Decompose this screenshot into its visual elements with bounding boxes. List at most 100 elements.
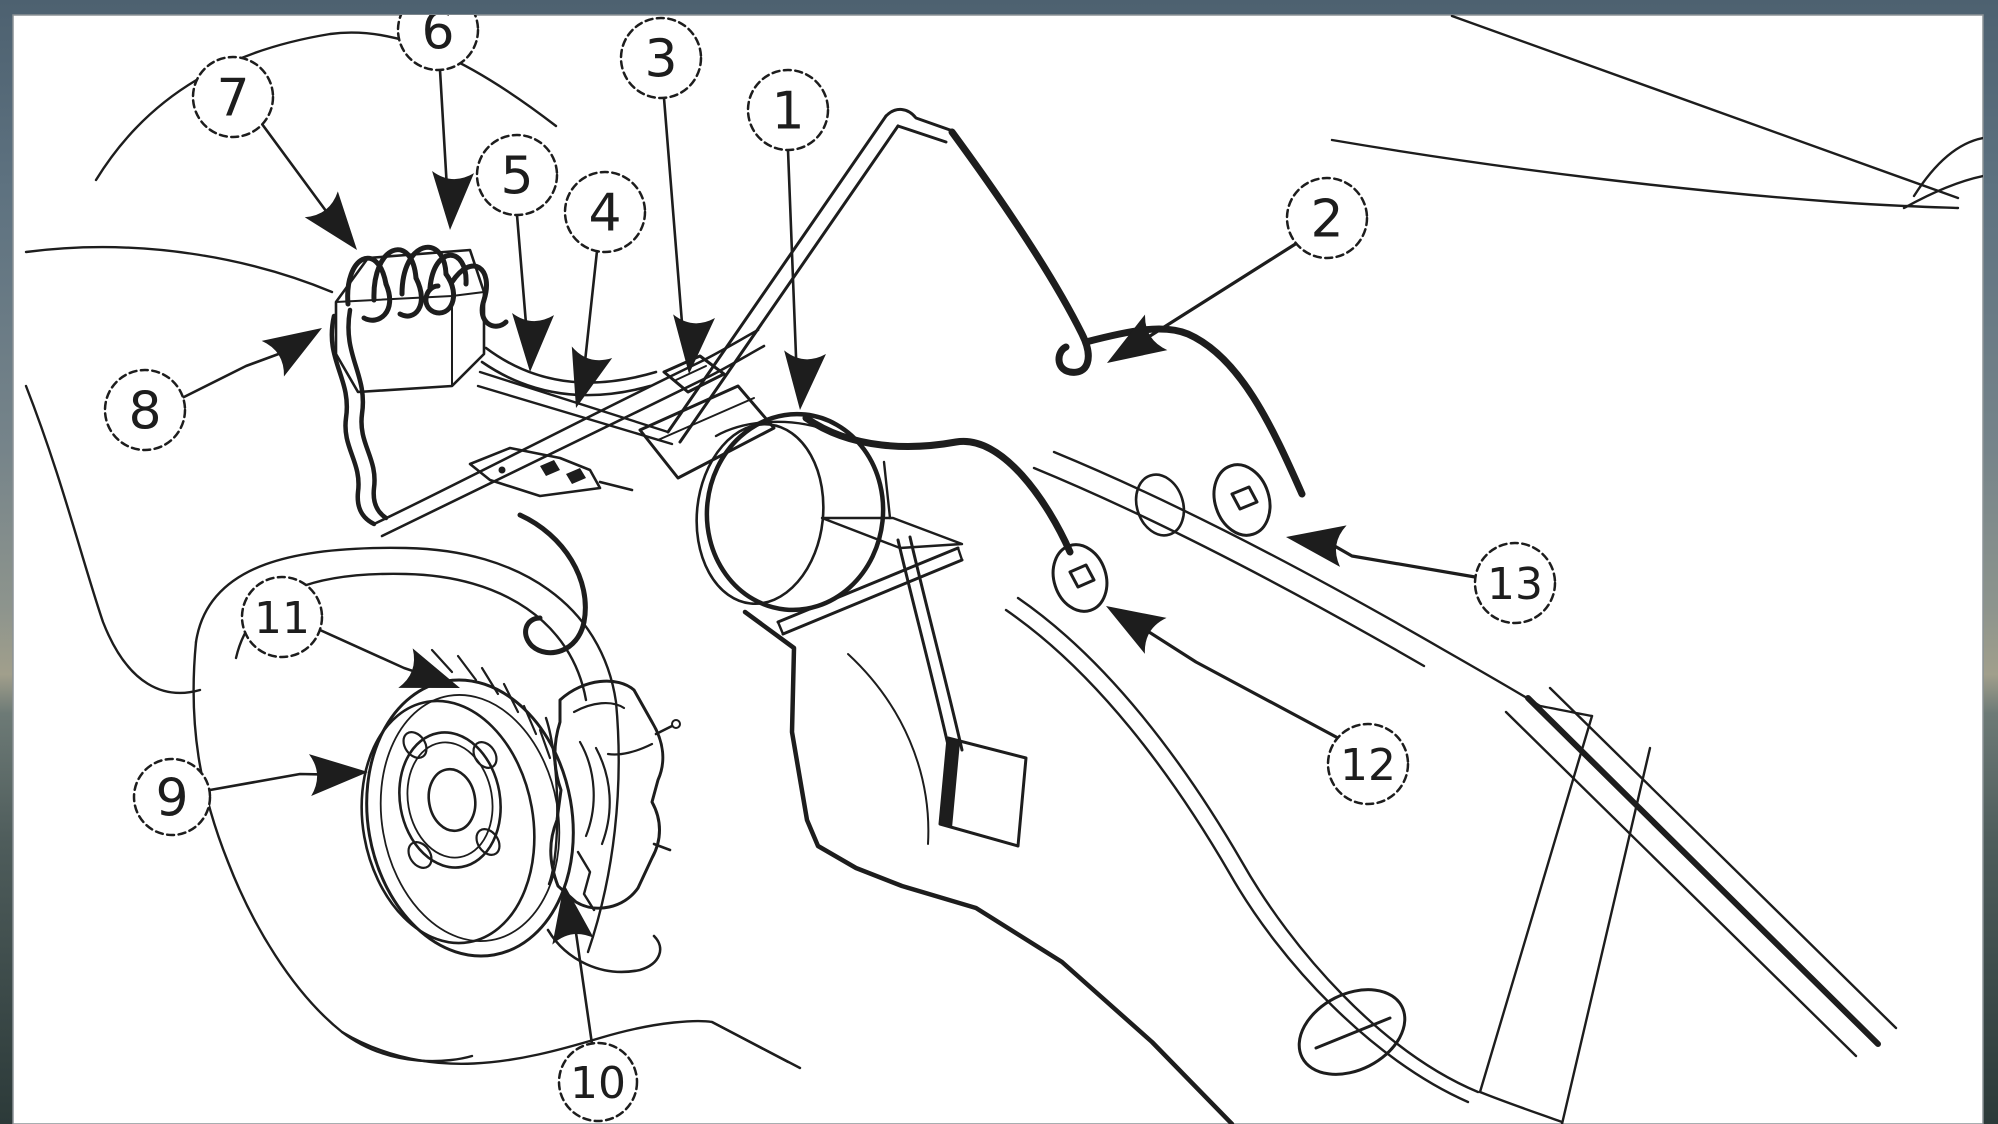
bracket-dot (498, 466, 506, 474)
callout-12: 12 (1095, 587, 1410, 806)
brake-pipe-right-1 (484, 346, 658, 384)
grommet-a (1051, 543, 1109, 613)
pedal-pad-edge (940, 738, 960, 828)
bleeder-1 (654, 724, 674, 736)
cowl-peak-2 (896, 124, 948, 144)
abs-sensor-wire (576, 850, 596, 912)
hub-face (398, 731, 502, 869)
fender-bottom (340, 1019, 802, 1070)
callout-3-circle (619, 16, 703, 100)
callout-5-circle (475, 133, 559, 217)
wheel-arch-outer (194, 546, 620, 954)
body-crease-lower (24, 384, 202, 695)
grommet-a-square (1068, 563, 1096, 589)
caliper-arc-1 (578, 740, 595, 838)
callout-10: 10 (543, 880, 639, 1123)
callout-8-leader (180, 351, 285, 400)
callout-12-circle (1326, 722, 1410, 806)
master-cylinder-body (638, 384, 776, 480)
pipe-bundle-1 (329, 313, 377, 527)
b-pillar-2 (1560, 746, 1652, 1124)
callout-5-label: 5 (500, 147, 533, 207)
windshield-base (1330, 138, 1960, 210)
caliper-arc-2 (594, 746, 611, 846)
figure-paper (12, 14, 1984, 1124)
abs-pipe-loops (345, 244, 509, 329)
grommet-c (1212, 463, 1272, 537)
quarter-thin-2 (1548, 686, 1898, 1030)
callout-7-label: 7 (216, 69, 249, 129)
door-beltline-2 (1004, 608, 1470, 1104)
callout-13: 13 (1282, 516, 1557, 625)
flex-hose-loop (517, 512, 588, 656)
cowl-base-1 (478, 370, 670, 434)
cowl-base-2 (476, 384, 674, 446)
callout-10-circle (557, 1041, 639, 1123)
booster-outer (704, 411, 886, 613)
bracket-slot-2 (566, 468, 586, 484)
carpet-curve (847, 653, 930, 845)
kick-panel-outline (742, 609, 1235, 1124)
pipe-bundle-2 (346, 307, 389, 521)
caliper-line-1 (572, 702, 626, 714)
callout-12-leader (1143, 628, 1340, 740)
callout-13-leader (1329, 542, 1477, 579)
firewall-grommets (1051, 463, 1272, 613)
pipe-run-2 (380, 344, 766, 538)
door-front-thick-line (1525, 695, 1881, 1047)
pedal-arm-2 (908, 535, 964, 752)
callout-4-circle (563, 170, 647, 254)
mirror-arc-1 (1912, 136, 1983, 198)
bleeder-2 (652, 842, 672, 852)
cowl-peak-1 (884, 108, 952, 132)
abs-box (334, 248, 486, 394)
brake-pedal-assembly (776, 460, 1028, 848)
callout-4-label: 4 (588, 184, 621, 244)
bracket-bar-1 (776, 546, 960, 624)
mount-bracket (468, 446, 602, 498)
callout-7-circle (191, 55, 275, 139)
door-beltline-1 (1016, 596, 1480, 1094)
callout-9-leader (208, 772, 324, 792)
callout-8: 8 (103, 310, 334, 452)
caliper-lower-bracket (546, 928, 662, 974)
rotor-face (360, 699, 536, 945)
bracket-bar-2 (781, 558, 964, 636)
callout-2-circle (1285, 176, 1369, 260)
bracket-bar-caps (776, 546, 964, 636)
caliper-body (549, 679, 665, 910)
pipe-run-1 (372, 328, 760, 526)
fender-to-door-1 (1052, 450, 1542, 708)
door-handle-slash (1314, 1016, 1392, 1050)
callout-6-circle (396, 15, 480, 72)
callout-11-circle (240, 575, 324, 659)
callout-13-circle (1473, 541, 1557, 625)
callout-11: 11 (240, 575, 468, 708)
callout-9-circle (132, 757, 212, 837)
car-body-outline (24, 15, 1983, 1124)
callout-4: 4 (555, 170, 647, 414)
b-pillar-top-join (1538, 704, 1594, 718)
callout-5: 5 (475, 133, 559, 374)
callout-1: 1 (746, 68, 830, 412)
reservoir-cap-line (675, 365, 707, 381)
callout-11-label: 11 (254, 593, 310, 644)
rotor-vent-hatching (430, 648, 552, 760)
callout-3-label: 3 (644, 30, 677, 90)
callout-9: 9 (132, 751, 370, 837)
callout-1-circle (746, 68, 830, 152)
bracket-stub (598, 480, 634, 492)
callout-10-label: 10 (570, 1058, 626, 1109)
grommet-c-square (1230, 485, 1259, 511)
hood-crease (94, 31, 558, 182)
fender-to-door-2 (1032, 466, 1426, 668)
callout-6-label: 6 (421, 2, 454, 62)
door-handle (1297, 988, 1407, 1076)
a-pillar-line (1450, 15, 1960, 200)
pedal-bracket-quad (820, 516, 964, 550)
hub-inner (406, 741, 494, 859)
mirror-arc-2 (1902, 174, 1983, 210)
caliper-line-2 (606, 742, 654, 756)
